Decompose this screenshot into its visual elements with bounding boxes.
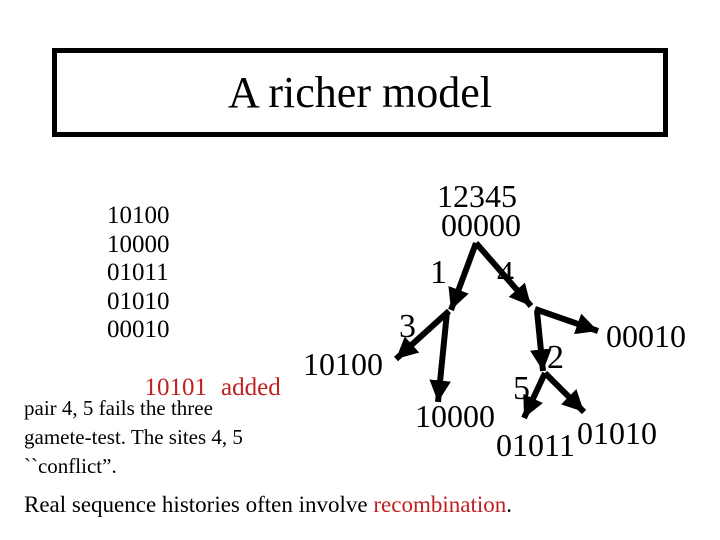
tree-edge-to-10000 <box>429 311 451 403</box>
added-sequence: 10101 <box>144 373 208 401</box>
edge-label-2: 2 <box>547 339 564 376</box>
slide-title: A richer model <box>228 67 492 117</box>
edge-label-5: 5 <box>513 370 530 407</box>
note-line: pair 4, 5 fails the three <box>24 396 213 420</box>
sequence-item: 01010 <box>107 287 170 315</box>
sequence-item: 10100 <box>107 202 170 229</box>
footer-period: . <box>506 492 512 517</box>
root-sequence-label: 00000 <box>441 207 521 243</box>
edge-label-1: 1 <box>430 254 447 291</box>
note-line: gamete-test. The sites 4, 5 <box>24 425 243 449</box>
footer-sentence: Real sequence histories often involve re… <box>24 491 512 519</box>
leaf-label-01010: 01010 <box>577 415 657 451</box>
leaf-label-10000: 10000 <box>415 398 495 434</box>
site-positions-label: 12345 <box>437 178 517 214</box>
sequence-item: 00010 <box>107 316 170 344</box>
added-note: added <box>221 373 281 401</box>
tree-edge-to-01010 <box>542 370 587 415</box>
tree-edge-to-00010 <box>534 306 599 335</box>
footer-highlight-recombination: recombination <box>373 492 507 517</box>
title-box: A richer model <box>52 48 668 137</box>
gamete-test-note: pair 4, 5 fails the three gamete-test. T… <box>24 394 243 481</box>
sequence-list: 10100 10000 01011 01010 00010 10101 added <box>107 202 281 431</box>
sequence-item-added: 10101 added <box>107 345 281 431</box>
edge-label-4: 4 <box>497 255 514 292</box>
edge-label-3: 3 <box>399 308 416 345</box>
leaf-label-00010: 00010 <box>606 318 686 354</box>
sequence-item: 10000 <box>107 230 170 258</box>
leaf-label-10100: 10100 <box>303 346 383 382</box>
tree-edge-1 <box>448 241 479 312</box>
note-line: ``conflict”. <box>24 454 117 478</box>
footer-text: Real sequence histories often involve <box>24 492 374 517</box>
leaf-label-01011: 01011 <box>496 427 575 463</box>
tree-edge-2 <box>530 310 552 372</box>
sequence-item: 01011 <box>107 259 169 287</box>
